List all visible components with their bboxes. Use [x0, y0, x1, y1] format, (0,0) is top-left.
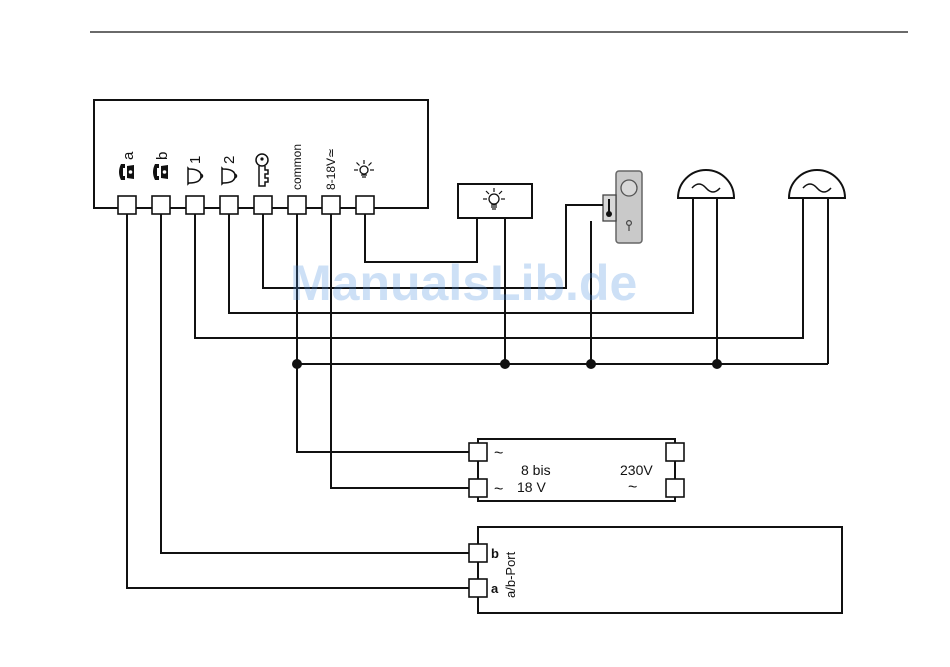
transformer-terminal-low-2	[469, 479, 487, 497]
terminal-power	[322, 196, 340, 214]
door-opener	[603, 171, 642, 243]
terminal-label-b: b	[154, 152, 171, 160]
terminal-door-opener	[254, 196, 272, 214]
terminal-light	[356, 196, 374, 214]
ab-port-terminal-b	[469, 544, 487, 562]
terminal-b	[152, 196, 170, 214]
transformer-terminal-high-1	[666, 443, 684, 461]
ac-symbol-2: ~	[494, 481, 503, 498]
gong-1	[678, 170, 734, 198]
terminal-common	[288, 196, 306, 214]
transformer-terminal-low-1	[469, 443, 487, 461]
junction	[292, 359, 302, 369]
watermark: ManualsLib.de	[290, 255, 637, 311]
junction	[500, 359, 510, 369]
ab-port-label-b: b	[491, 546, 499, 561]
terminal-bell-1	[186, 196, 204, 214]
ab-port-title: a/b-Port	[503, 551, 518, 598]
ab-port-housing	[478, 527, 842, 613]
terminal-bell-2	[220, 196, 238, 214]
intercom-unit: a b 1 2 common 8-18V≃	[94, 100, 428, 214]
voltage-low-line2: 18 V	[517, 479, 546, 495]
voltage-low-line1: 8 bis	[521, 462, 551, 478]
lamp-housing	[458, 184, 532, 218]
terminal-label-power: 8-18V≃	[324, 148, 338, 190]
terminal-label-bell-2: 2	[221, 156, 238, 164]
junction	[712, 359, 722, 369]
gong-2	[789, 170, 845, 198]
terminal-label-bell-1: 1	[187, 156, 204, 164]
terminal-a	[118, 196, 136, 214]
ab-port-terminal-a	[469, 579, 487, 597]
ab-port: b a a/b-Port	[469, 527, 842, 613]
voltage-high: 230V	[620, 462, 653, 478]
junction	[586, 359, 596, 369]
ac-symbol-3: ~	[628, 479, 637, 496]
transformer-terminal-high-2	[666, 479, 684, 497]
terminal-label-common: common	[290, 144, 304, 190]
lamp-unit	[458, 184, 532, 218]
ac-symbol-1: ~	[494, 445, 503, 462]
transformer: ~ ~ 8 bis 18 V 230V ~	[469, 439, 684, 501]
terminal-label-a: a	[120, 151, 137, 160]
ab-port-label-a: a	[491, 581, 499, 596]
